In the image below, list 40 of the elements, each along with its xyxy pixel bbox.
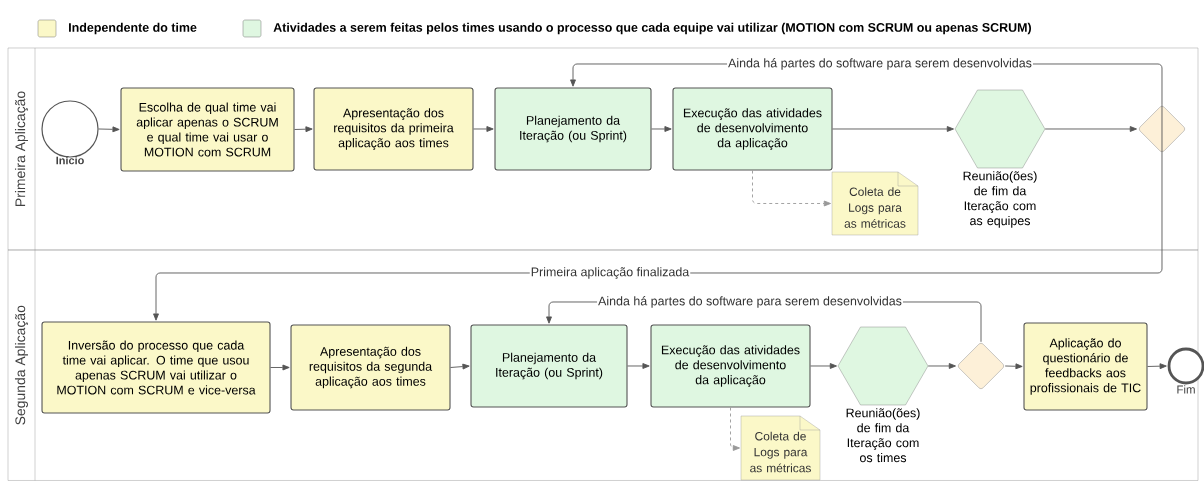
arrow [1044,126,1137,132]
process-box: Planejamento da Iteração (ou Sprint) [494,87,652,171]
arrow [1004,363,1023,370]
process-box: Escolha de qual time vai aplicar apenas o SCRUM e qual time vai usar o MOTION com SCRUM [120,87,295,172]
arrow [294,126,313,133]
note: Coleta de Logs para as métricas [831,171,919,236]
arrow [651,126,672,132]
edge-label: Ainda há partes do software para serem desenvolvidas [597,295,903,309]
arrow [927,363,956,369]
process-box: Execução das atividades de desenvolvimento da aplicação [650,324,811,408]
decision-diamond [958,343,1004,389]
arrow [752,170,831,207]
arrow [730,407,740,451]
hexagon-event: Reunião(ões) de fim da Iteração com os times [837,326,929,463]
arrow [627,363,650,369]
process-box: Inversão do processo que cada time vai aplicar. O time que usou apenas SCRUM vai utilizar o MOTION com SCRUM e vice-versa [41,321,271,414]
process-box: Aplicação do questionário de feedbacks aos profissionais de TIC [1023,322,1148,411]
node-label: Fim [1177,385,1195,394]
edge-label: Primeira aplicação finalizada [529,266,691,280]
arrow [832,126,954,132]
node-label: Reunião(ões) de fim da Iteração com as equipes [963,171,1037,228]
process-box: Execução das atividades de desenvolvimento da aplicação [672,87,833,171]
decision-diamond [1139,106,1185,152]
arrow [810,363,837,369]
legend-label: Atividades a serem feitas pelos times usando o processo que cada equipe vai utilizar (MOTION com SCRUM ou apenas SCRUM) [273,22,1031,35]
note: Coleta de Logs para as métricas [740,415,821,481]
edge-label: Ainda há partes do software para serem desenvolvidas [727,57,1033,71]
arrow [473,126,494,132]
start-event: Início [41,100,99,165]
node-label: Reunião(ões) de fim da Iteração com os times [846,408,920,463]
legend-label: Independente do time [69,22,197,35]
process-box: Apresentação dos requisitos da primeira aplicação aos times [313,87,474,171]
node-label: Início [56,156,84,165]
arrow [98,126,120,133]
process-box: Planejamento da Iteração (ou Sprint) [470,324,628,408]
arrow [270,364,290,371]
arrow [1147,363,1167,370]
hexagon-event: Reunião(ões) de fim da Iteração com as equipes [954,89,1046,228]
process-box: Apresentação dos requisitos da segunda aplicação aos times [290,324,451,411]
arrow [450,363,470,370]
